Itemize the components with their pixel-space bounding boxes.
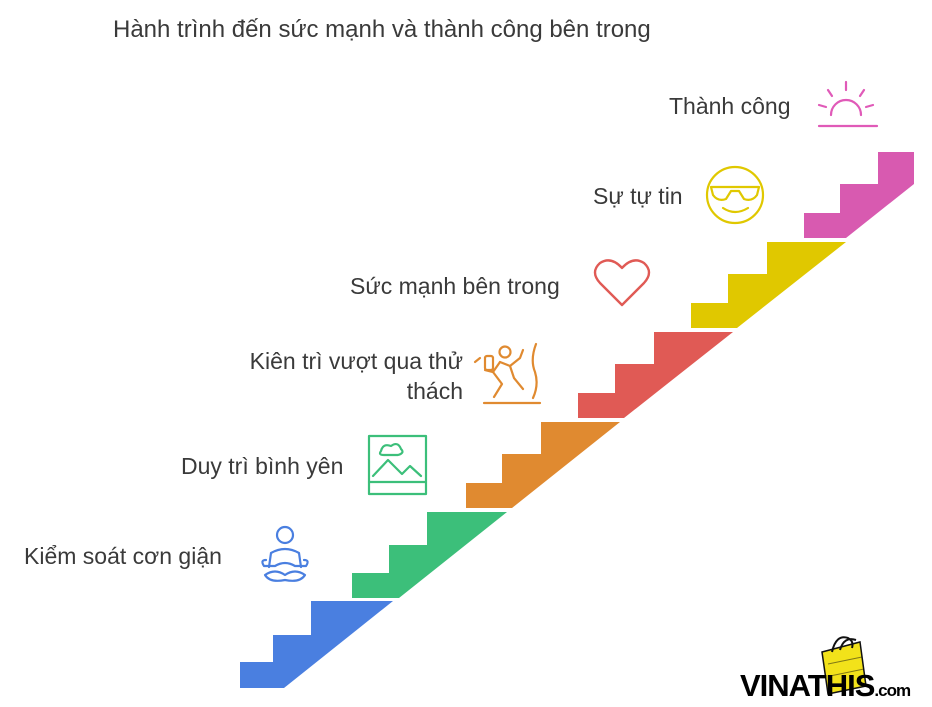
- diagram-title: Hành trình đến sức mạnh và thành công bê…: [113, 16, 651, 43]
- logo-suffix: .com: [874, 681, 911, 700]
- stair-step-4: [578, 332, 733, 418]
- stair-step-1: [240, 601, 393, 688]
- step-label-6: Thành công: [669, 93, 791, 119]
- stair-step-6: [804, 152, 914, 238]
- step-label-4: Sức mạnh bên trong: [350, 273, 560, 299]
- shopping-bag-icon: [821, 636, 867, 695]
- vinathis-logo: VINATHIS.com: [740, 632, 928, 704]
- sunrise-icon: [817, 80, 879, 128]
- heart-icon: [593, 259, 651, 307]
- stair-step-5: [691, 242, 846, 328]
- step-label-3: Kiên trì vượt qua thử thách: [230, 346, 463, 406]
- logo-text: VINATHIS.com: [740, 668, 911, 704]
- step-label-5: Sự tự tin: [593, 183, 683, 209]
- stair-step-2: [352, 512, 507, 598]
- step-label-1: Kiểm soát cơn giận: [24, 543, 222, 569]
- step-label-2: Duy trì bình yên: [181, 453, 344, 479]
- meditation-icon: [261, 525, 309, 582]
- stair-step-3: [466, 422, 620, 508]
- climber-icon: [473, 342, 542, 405]
- logo-main: VINATHIS: [740, 668, 875, 703]
- step-label-3-line-2: thách: [406, 378, 463, 404]
- landscape-picture-icon: [367, 434, 428, 496]
- cool-face-icon: [705, 165, 765, 225]
- step-label-3-line-1: Kiên trì vượt qua thử: [249, 348, 463, 374]
